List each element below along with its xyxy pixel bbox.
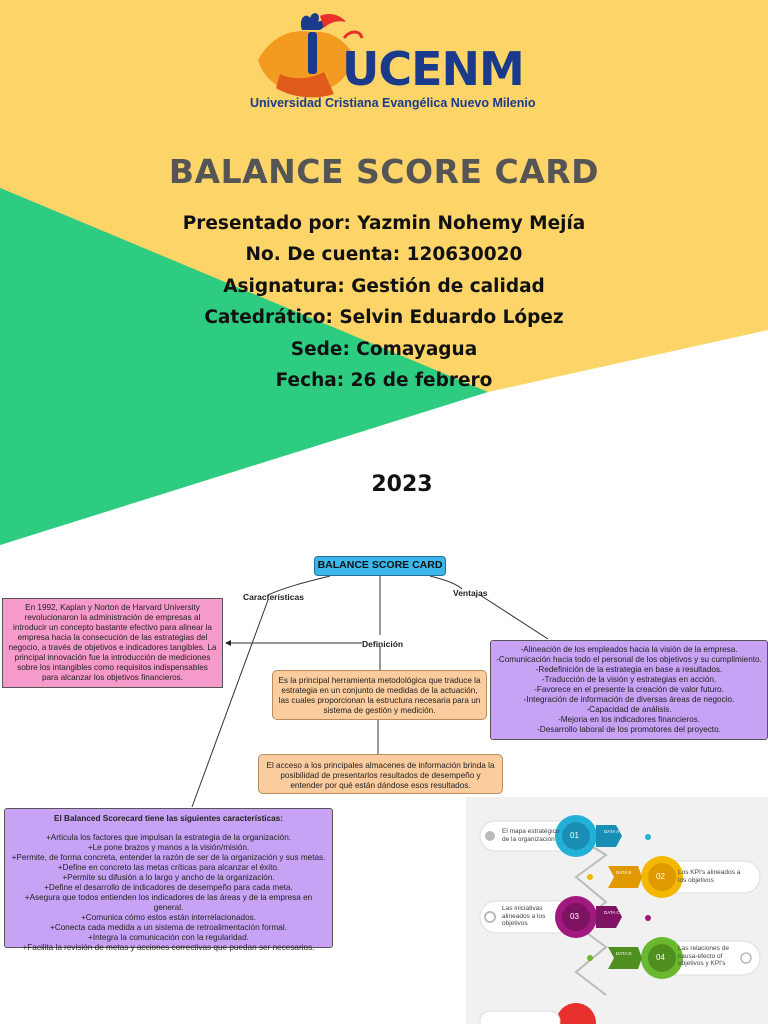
ventajas-box: -Alineación de los empleados hacia la vi…	[490, 640, 768, 740]
ventaja-item: -Traducción de la visión y estrategias e…	[541, 675, 717, 684]
cover-background	[0, 0, 768, 545]
step-3-data: DATA C	[604, 910, 620, 915]
ventaja-item: -Integración de información de diversas …	[523, 695, 735, 704]
connector-lines	[191, 575, 549, 808]
caracteristica-item: +Define el desarrollo de indicadores de …	[44, 883, 293, 892]
caracteristica-item: +Conecta cada medida a un sistema de ret…	[50, 923, 287, 932]
step-4-text: Las relaciones de causa-efecto of objeti…	[678, 945, 729, 967]
caracteristica-item: +Permite su difusión a lo largo y ancho …	[62, 873, 275, 882]
infographic-graphics	[479, 815, 761, 1024]
access-box: El acceso a los principales almacenes de…	[258, 754, 503, 794]
map-title: BALANCE SCORE CARD	[314, 556, 446, 576]
caracteristica-item: +Facilita la revisión de metas y accione…	[22, 943, 315, 952]
step-1-data: DATA A	[604, 829, 620, 834]
label-definicion: Definición	[362, 639, 404, 649]
label-caracteristicas: Características	[243, 592, 304, 602]
step-2-data: DATA B	[616, 870, 632, 875]
ventaja-item: -Mejoria en los indicadores financieros.	[558, 715, 700, 724]
caracteristica-item: +Permite, de forma concreta, entender la…	[11, 853, 326, 862]
step-1-number: 01	[570, 831, 579, 840]
ventaja-item: -Capacidad de análisis.	[586, 705, 672, 714]
step-3-text: Las iniciativas alineados a los objetivo…	[502, 905, 546, 927]
step-2-number: 02	[656, 872, 665, 881]
subject-line: Asignatura: Gestión de calidad	[223, 276, 545, 297]
step-3-number: 03	[570, 912, 579, 921]
history-box: En 1992, Kaplan y Norton de Harvard Univ…	[2, 598, 223, 688]
step-4-data: DATA D	[616, 951, 632, 956]
label-ventajas: Ventajas	[453, 588, 488, 598]
ventaja-item: -Desarrollo laboral de los promotores de…	[537, 725, 721, 734]
lightbulb-icon	[485, 831, 495, 841]
definition-box: Es la principal herramienta metodológica…	[272, 670, 487, 720]
date-line: Fecha: 26 de febrero	[275, 370, 493, 391]
ventaja-item: -Favorece en el presente la creación de …	[534, 685, 724, 694]
caracteristicas-header: El Balanced Scorecard tiene las siguient…	[54, 814, 283, 823]
logo-wordmark: UCENM	[342, 42, 525, 96]
caracteristica-item: +Asegura que todos entienden los indicad…	[24, 893, 313, 912]
caracteristica-item: +Comunica cómo estos están interrelacion…	[81, 913, 256, 922]
logo-subtitle: Universidad Cristiana Evangélica Nuevo M…	[250, 96, 536, 110]
info-icon	[740, 952, 752, 964]
year: 2023	[371, 472, 433, 497]
step-1-text: El mapa estratégico de la organización	[502, 828, 560, 843]
ventaja-item: -Redefinición de la estrategia en base a…	[535, 665, 723, 674]
ventaja-item: -Comunicación hacia todo el personal de …	[496, 655, 762, 664]
caracteristicas-box: El Balanced Scorecard tiene las siguient…	[4, 808, 333, 952]
caracteristica-item: +Define en concreto las metas críticas p…	[57, 863, 280, 872]
caracteristica-item: +Articula los factores que impulsan la e…	[45, 833, 292, 842]
ventaja-item: -Alineación de los empleados hacia la vi…	[520, 645, 738, 654]
account-line: No. De cuenta: 120630020	[245, 244, 523, 265]
university-logo	[258, 13, 364, 98]
caracteristica-item: +Le pone brazos y manos a la visión/misi…	[87, 843, 250, 852]
campus-line: Sede: Comayagua	[290, 339, 478, 360]
infographic: El mapa estratégico de la organización 0…	[466, 797, 768, 1024]
professor-line: Catedrático: Selvin Eduardo López	[204, 307, 564, 328]
caracteristica-item: +Integra la comunicación con la regulari…	[88, 933, 249, 942]
presenter-line: Presentado por: Yazmin Nohemy Mejía	[182, 213, 586, 234]
document-title: BALANCE SCORE CARD	[168, 152, 600, 191]
gear-icon	[484, 911, 496, 923]
concept-map: BALANCE SCORE CARD Características Venta…	[0, 545, 768, 1024]
step-4-number: 04	[656, 953, 665, 962]
cover-page: UCENM Universidad Cristiana Evangélica N…	[0, 0, 768, 545]
step-2-text: Los KPI's alineados a los objetivos	[678, 869, 741, 884]
